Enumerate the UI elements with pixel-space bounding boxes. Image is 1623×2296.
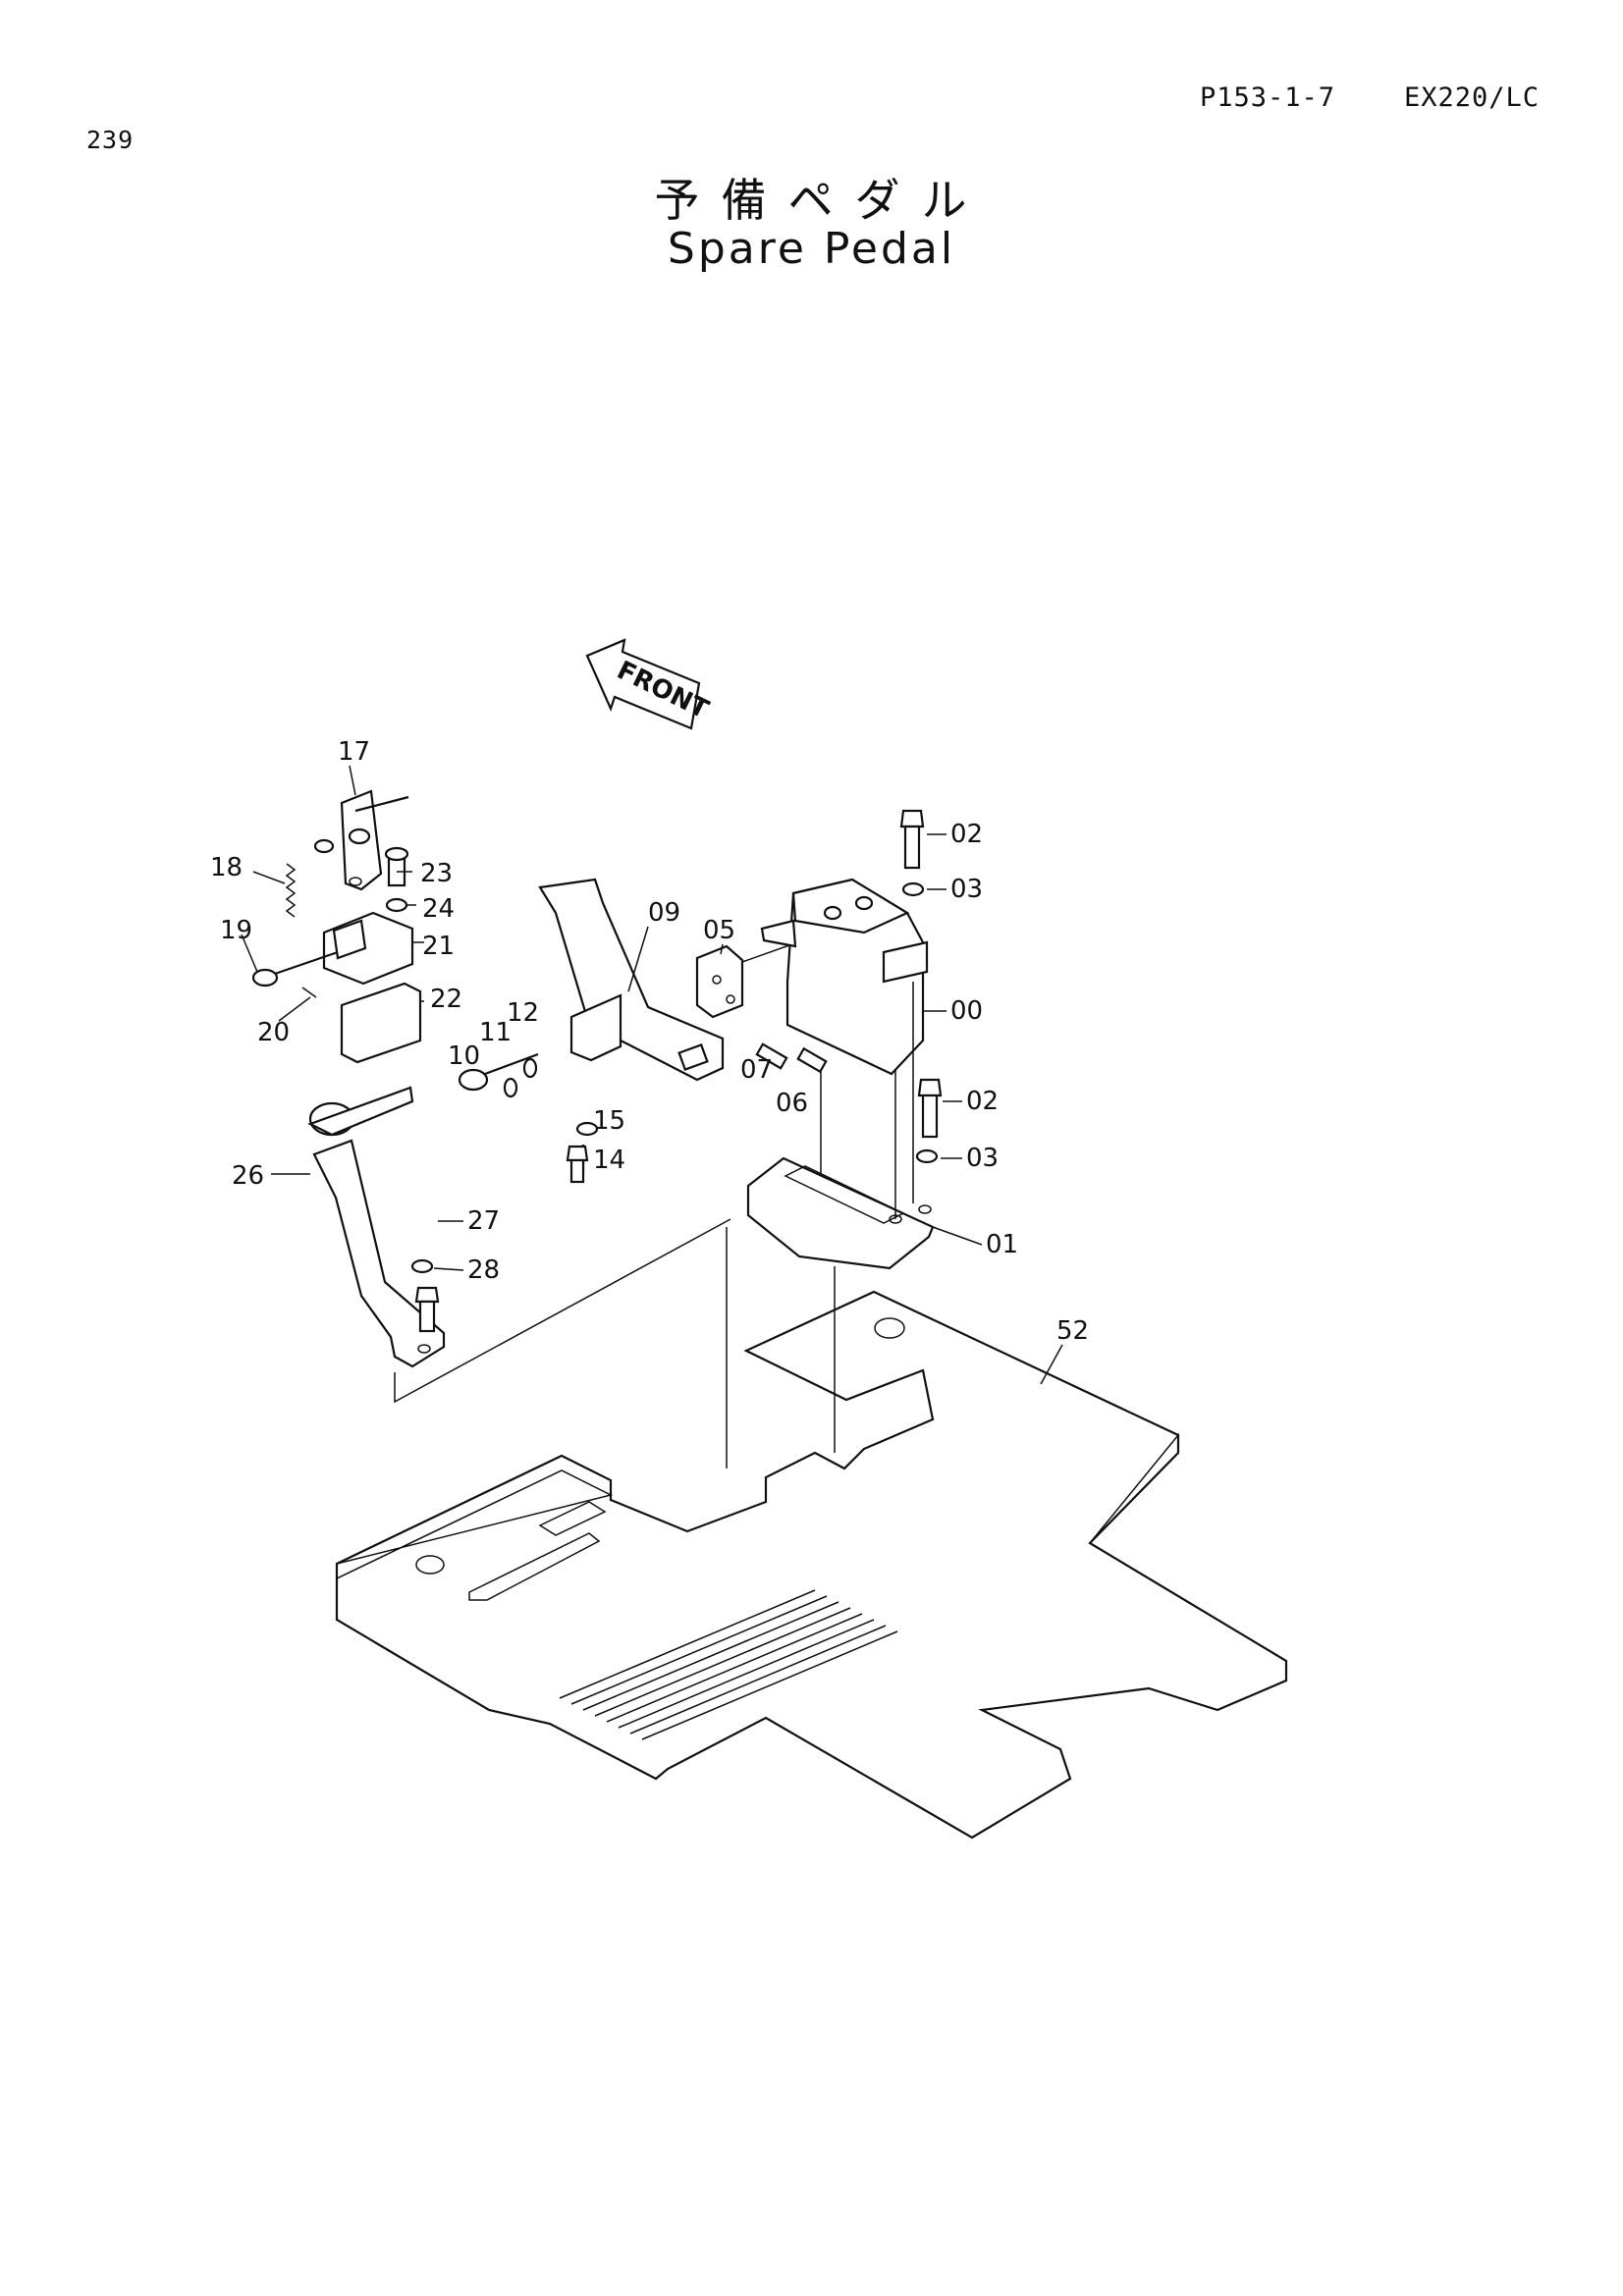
part-label: 28: [467, 1255, 500, 1285]
part-label: 02: [950, 820, 983, 849]
part-label: 52: [1056, 1316, 1089, 1346]
part-label: 09: [648, 898, 680, 928]
part-label: 17: [338, 737, 370, 767]
part-label: 26: [232, 1161, 264, 1191]
floor-plate: [335, 1227, 1288, 1840]
part-label: 14: [593, 1146, 625, 1175]
part-label: 12: [507, 998, 539, 1028]
part-label: 19: [220, 916, 252, 945]
part-label: 22: [430, 985, 462, 1014]
part-label: 02: [966, 1087, 999, 1116]
part-label: 18: [210, 853, 243, 882]
part-label: 15: [593, 1106, 625, 1136]
part-label: 00: [950, 996, 983, 1026]
leader-lines: [241, 765, 1063, 1385]
part-label: 10: [448, 1041, 480, 1071]
part-label: 05: [703, 916, 735, 945]
page-title-japanese: 予備ペダル: [654, 174, 989, 227]
valve-block-05: [695, 939, 828, 1074]
page-number: 239: [86, 126, 135, 154]
page-code: P153-1-7: [1200, 82, 1336, 113]
part-label: 20: [257, 1018, 290, 1047]
front-arrow: FRONT: [585, 638, 713, 730]
part-label: 03: [950, 875, 983, 904]
part-label: 03: [966, 1144, 999, 1173]
part-label: 21: [422, 932, 455, 961]
part-label: 23: [420, 859, 453, 888]
pilot-valve-00: [746, 878, 935, 1270]
part-label: 27: [467, 1206, 500, 1236]
part-label: 11: [479, 1018, 512, 1047]
part-label: 01: [986, 1230, 1018, 1259]
bolts-02-03: [410, 809, 943, 1333]
part-number-labels: 17 18 23 24 21 19 20 22 09 05 02 03 00 1…: [210, 737, 1089, 1346]
page-title-english: Spare Pedal: [667, 224, 956, 274]
part-label: 07: [740, 1055, 773, 1085]
model-code: EX220/LC: [1404, 82, 1541, 113]
part-label: 24: [422, 894, 455, 924]
pedal-bracket-26: [307, 1086, 731, 1404]
pedal-mount-assembly: [251, 789, 422, 1064]
part-label: 06: [776, 1089, 808, 1118]
